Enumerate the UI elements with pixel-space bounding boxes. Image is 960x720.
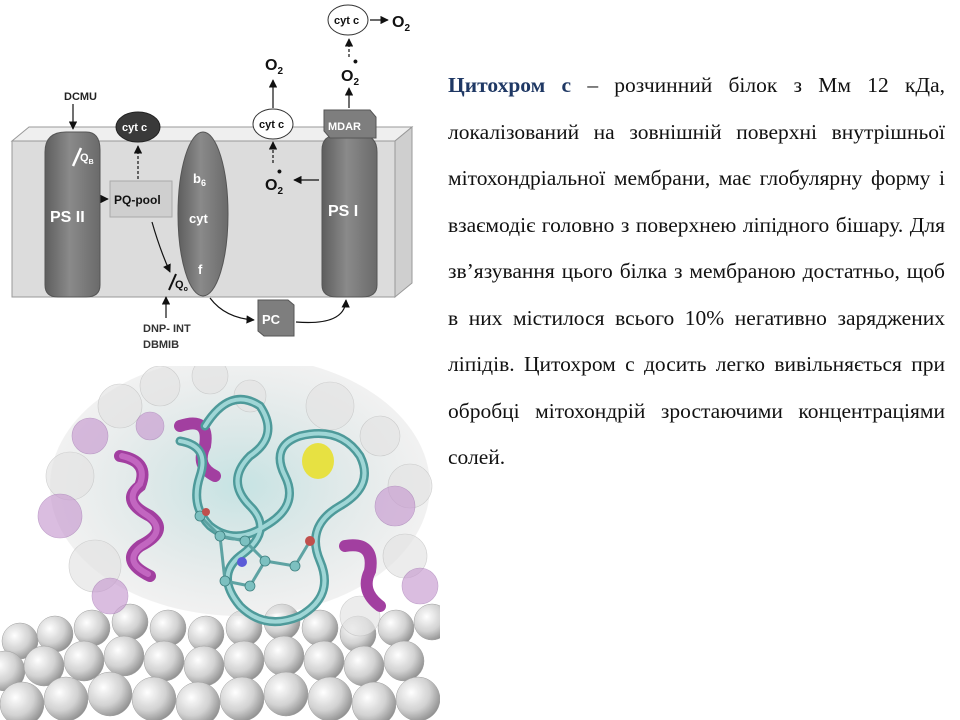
o2-mid-label: O2 <box>265 57 283 77</box>
b6f-b-label: b6 <box>193 171 206 188</box>
description-text: Цитохром с – розчинний білок з Мм 12 кДа… <box>448 62 945 481</box>
ps2-label: PS II <box>50 209 85 226</box>
superoxide-top-label: O2 <box>341 68 359 88</box>
b6f-f-label: f <box>198 262 203 277</box>
ps1-label: PS I <box>328 203 358 220</box>
mdar-complex: MDAR <box>323 109 377 139</box>
cytc-left: cyt c <box>115 111 161 143</box>
description-paragraph: Цитохром с – розчинний білок з Мм 12 кДа… <box>448 62 945 481</box>
pq-pool: PQ-pool <box>109 180 173 218</box>
pc-label: PC <box>262 312 281 327</box>
protein-backbone <box>175 394 369 627</box>
sulfur-atom <box>302 443 334 479</box>
electron-transport-diagram: PS II QB DCMU PQ-pool cyt c b6 cyt f Qo … <box>10 4 414 351</box>
ps2-complex: PS II QB <box>44 131 101 298</box>
qo-label: Qo <box>175 279 188 293</box>
cytc-mid: cyt c <box>252 108 294 140</box>
inhibitor-label-1: DNP- INT <box>143 323 191 335</box>
superoxide-top-dot: • <box>353 53 358 69</box>
heme-group <box>194 508 315 592</box>
description-body: – розчинний білок з Мм 12 кДа, локалізов… <box>448 73 945 469</box>
dcmu-label: DCMU <box>64 91 97 103</box>
superoxide-mid-dot: • <box>277 163 282 179</box>
b6f-to-pc-arrow-icon <box>209 297 255 324</box>
cytc-top-label: cyt c <box>334 15 359 27</box>
inhibitor-label-2: DBMIB <box>143 339 179 351</box>
ps1-complex: PS I <box>321 134 378 298</box>
cytochrome-c-surface-render <box>0 366 440 720</box>
qb-slash-icon <box>71 147 83 167</box>
qo-slash-icon <box>168 273 177 291</box>
cytc-mid-label: cyt c <box>259 119 284 131</box>
term-cytochrome-c: Цитохром с <box>448 73 572 97</box>
pc-complex: PC <box>257 299 295 337</box>
surface-lattice <box>0 603 440 720</box>
cytc-left-label: cyt c <box>122 122 147 134</box>
qb-label: QB <box>80 152 94 166</box>
o2-top-label: O2 <box>392 14 410 34</box>
b6f-complex: b6 cyt f <box>177 131 229 297</box>
pq-pool-label: PQ-pool <box>114 193 161 207</box>
pc-to-ps1-arrow-icon <box>295 299 350 324</box>
protein-surface <box>37 366 439 637</box>
cytc-top: cyt c <box>327 4 369 36</box>
pq-to-qo-arrow-icon <box>151 221 171 273</box>
b6f-cyt-label: cyt <box>189 211 208 226</box>
superoxide-mid-label: O2 <box>265 177 283 197</box>
mdar-label: MDAR <box>328 121 361 133</box>
